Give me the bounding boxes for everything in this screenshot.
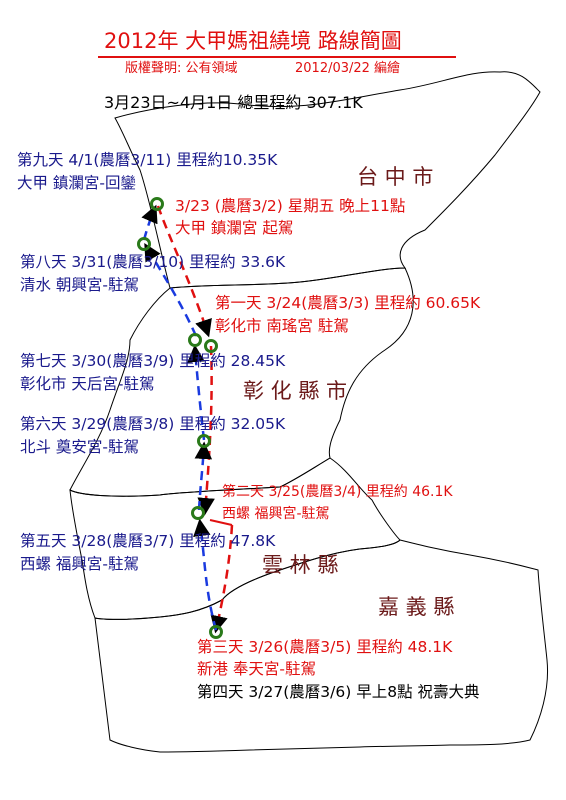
return-leg-5	[141, 204, 158, 241]
taichung-boundary	[114, 71, 541, 289]
start-info: 3/23 (農曆3/2) 星期五 晚上11點	[175, 197, 406, 215]
return-leg-2	[194, 441, 213, 511]
day1-temple: 彰化市 南瑤宮 駐駕	[215, 317, 349, 335]
day8-temple: 清水 朝興宮-駐駕	[20, 276, 140, 294]
marker-xiluo	[191, 506, 205, 520]
region-label-changhua: 彰 化 縣 市	[243, 379, 348, 403]
day7-temple: 彰化市 天后宮-駐駕	[20, 375, 155, 393]
day5-temple: 西螺 福興宮-駐駕	[20, 555, 140, 573]
region-boundaries	[69, 71, 549, 753]
marker-changhua-tianhou	[188, 333, 202, 347]
chiayi-boundary	[94, 539, 549, 753]
day3-temple: 新港 奉天宮-駐駕	[197, 660, 317, 678]
region-label-taichung: 台 中 市	[357, 165, 434, 189]
day5-info: 第五天 3/28(農曆3/7) 里程約 47.8K	[20, 532, 276, 550]
route-summary: 3月23日~4月1日 總里程約 307.1K	[104, 93, 363, 112]
day6-temple: 北斗 奠安宮-駐駕	[20, 438, 140, 456]
day1-info: 第一天 3/24(農曆3/3) 里程約 60.65K	[215, 294, 481, 312]
outbound-leg-3	[210, 524, 234, 634]
marker-changhua-nanyao	[204, 339, 218, 353]
outbound-route	[156, 205, 234, 634]
day9-info: 第九天 4/1(農曆3/11) 里程約10.35K	[17, 151, 278, 169]
copyright-note: 版權聲明: 公有領域	[125, 61, 238, 76]
day6-info: 第六天 3/29(農曆3/8) 里程約 32.05K	[20, 415, 286, 433]
day3-info: 第三天 3/26(農曆3/5) 里程約 48.1K	[197, 638, 453, 656]
stop-markers	[137, 197, 223, 639]
day4-info: 第四天 3/27(農曆3/6) 早上8點 祝壽大典	[197, 683, 480, 701]
region-label-chiayi: 嘉 義 縣	[378, 595, 455, 619]
marker-dajia-start	[150, 197, 164, 211]
day2-info: 第二天 3/25(農曆3/4) 里程約 46.1K	[222, 484, 453, 500]
outbound-leg-1	[156, 205, 212, 338]
start-temple: 大甲 鎮瀾宮 起駕	[175, 219, 294, 237]
map-title: 2012年 大甲媽祖繞境 路線簡圖	[104, 29, 402, 53]
return-leg-1	[193, 518, 218, 631]
outbound-connector	[209, 519, 233, 526]
marker-qingshui	[137, 237, 151, 251]
day2-temple: 西螺 福興宮-駐駕	[222, 506, 330, 522]
outbound-leg-2	[197, 345, 215, 516]
region-label-yunlin: 雲 林 縣	[262, 553, 339, 577]
marker-xingang	[209, 625, 223, 639]
return-leg-4	[144, 242, 198, 337]
day9-temple: 大甲 鎮瀾宮-回鑾	[17, 174, 137, 192]
drawn-date: 2012/03/22 編繪	[295, 61, 401, 76]
return-leg-3	[187, 344, 206, 441]
day8-info: 第八天 3/31(農曆3/10) 里程約 33.6K	[20, 253, 286, 271]
day7-info: 第七天 3/30(農曆3/9) 里程約 28.45K	[20, 352, 286, 370]
marker-beidou	[197, 434, 211, 448]
